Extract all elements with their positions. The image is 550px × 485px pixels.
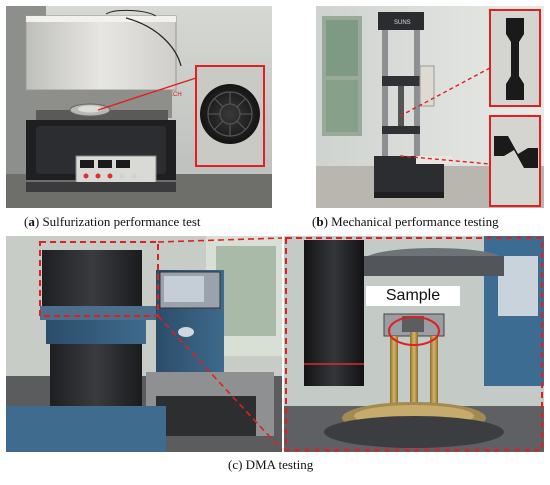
photo-sulfurization-tester: GOTECH: [6, 6, 272, 208]
caption-c: (c) DMA testing: [228, 457, 314, 472]
photo-dma-sample-closeup: Sample: [284, 236, 544, 452]
photo-dma-overview: [6, 236, 282, 452]
caption-b-text: Mechanical performance testing: [327, 214, 499, 229]
caption-a-letter: a: [28, 214, 35, 229]
photo-tensile-tester: SUNS: [316, 6, 544, 208]
caption-a: (a) Sulfurization performance test: [24, 214, 201, 229]
caption-b-letter: b: [316, 214, 324, 229]
caption-a-text: Sulfurization performance test: [39, 214, 201, 229]
machine-logo-b: SUNS: [394, 20, 411, 26]
caption-b: (b) Mechanical performance testing: [312, 214, 499, 229]
sample-label: Sample: [366, 286, 460, 306]
